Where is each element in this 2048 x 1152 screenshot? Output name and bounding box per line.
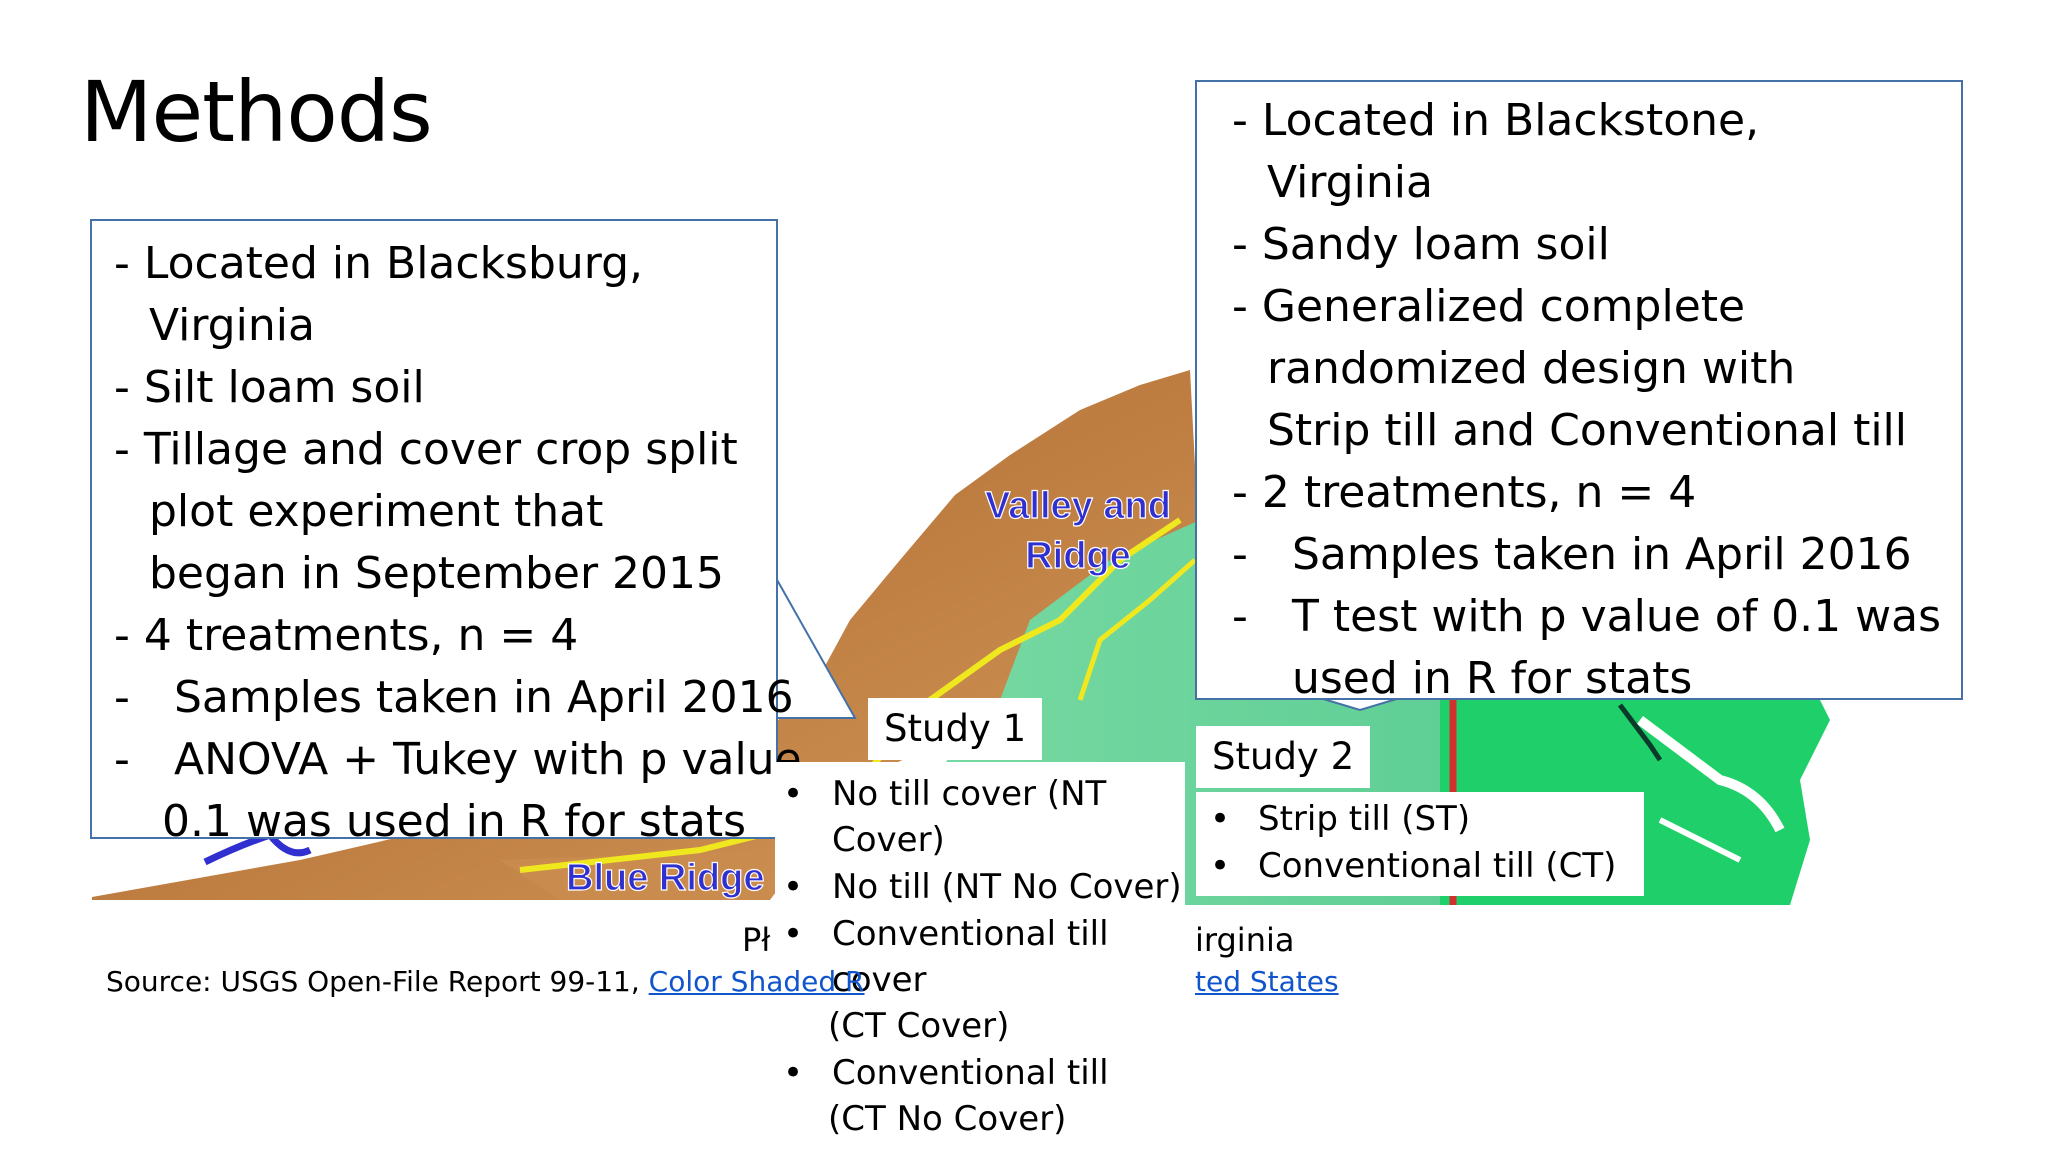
study2-label: Study 2 xyxy=(1196,726,1371,788)
study1-line: ANOVA + Tukey with p value xyxy=(174,734,802,785)
list-item: (CT Cover) xyxy=(828,1006,1010,1046)
bullet: • xyxy=(1210,799,1231,839)
source-link[interactable]: Color Shaded R xyxy=(648,965,865,998)
study2-dash: - xyxy=(1232,591,1248,642)
list-item: No till (NT No Cover) xyxy=(832,867,1182,907)
study1-line: - Tillage and cover crop split xyxy=(114,424,738,475)
list-item: Conventional till xyxy=(832,914,1109,954)
study1-line: Samples taken in April 2016 xyxy=(174,672,794,723)
study2-line: Samples taken in April 2016 xyxy=(1292,529,1912,580)
bay-estuary xyxy=(1636,716,1785,833)
valley-ridge-label-2: Ridge xyxy=(1025,535,1131,577)
bullet: • xyxy=(1210,846,1231,886)
study2-treatment-list: • Strip till (ST) • Conventional till (C… xyxy=(1196,792,1644,896)
blue-ridge-label: Blue Ridge xyxy=(566,857,764,899)
list-item: Conventional till xyxy=(832,1053,1109,1093)
study1-line: 0.1 was used in R for stats xyxy=(162,796,747,847)
list-item: No till cover (NT xyxy=(832,774,1107,814)
study1-line: plot experiment that xyxy=(149,486,604,537)
list-item: Strip till (ST) xyxy=(1258,799,1471,839)
study1-line: Virginia xyxy=(149,300,315,351)
source-prefix: Source: USGS Open-File Report 99-11, xyxy=(106,965,640,998)
study1-line: - Silt loam soil xyxy=(114,362,425,413)
bullet: • xyxy=(783,867,804,907)
map-caption-fragment: irginia xyxy=(1195,921,1295,959)
study1-label: Study 1 xyxy=(868,698,1043,760)
source-link[interactable]: ted States xyxy=(1195,965,1339,998)
study1-line: - Located in Blacksburg, xyxy=(114,238,644,289)
study2-line: T test with p value of 0.1 was xyxy=(1292,591,1941,642)
study1-dash: - xyxy=(114,672,130,723)
bullet: • xyxy=(783,914,804,954)
study2-line: used in R for stats xyxy=(1292,653,1693,704)
map-caption-fragment: Pł xyxy=(742,921,771,959)
bullet: • xyxy=(783,1053,804,1093)
bullet: • xyxy=(783,774,804,814)
study1-dash: - xyxy=(114,734,130,785)
study1-details-box: - Located in Blacksburg, Virginia - Silt… xyxy=(90,219,802,847)
study1-line: began in September 2015 xyxy=(149,548,725,599)
region-boundary-line-2 xyxy=(1077,558,1197,701)
study2-line: - Generalized complete xyxy=(1232,281,1746,332)
list-item: Conventional till (CT) xyxy=(1258,846,1617,886)
list-item: (CT No Cover) xyxy=(828,1099,1067,1139)
study2-line: - Located in Blackstone, xyxy=(1232,95,1760,146)
source-caption: Source: USGS Open-File Report 99-11, Col… xyxy=(106,964,864,1000)
study1-line: - 4 treatments, n = 4 xyxy=(114,610,579,661)
study2-line: Virginia xyxy=(1267,157,1433,208)
study2-line: Strip till and Conventional till xyxy=(1267,405,1907,456)
study1-treatment-list: • No till cover (NT Cover) • No till (NT… xyxy=(775,762,1185,1152)
river-estuary-2 xyxy=(1658,817,1742,863)
study2-dash: - xyxy=(1232,529,1248,580)
study2-details-box: - Located in Blackstone, Virginia - Sand… xyxy=(1195,80,1963,704)
slide-title: Methods xyxy=(80,63,433,161)
river-estuary xyxy=(1618,703,1663,762)
valley-ridge-label-1: Valley and xyxy=(985,485,1171,527)
study2-line: - 2 treatments, n = 4 xyxy=(1232,467,1697,518)
list-item: cover xyxy=(832,960,927,1000)
source-caption-right: ted States xyxy=(1195,964,1339,1000)
list-item: Cover) xyxy=(832,820,945,860)
study2-line: - Sandy loam soil xyxy=(1232,219,1610,270)
study2-line: randomized design with xyxy=(1267,343,1796,394)
